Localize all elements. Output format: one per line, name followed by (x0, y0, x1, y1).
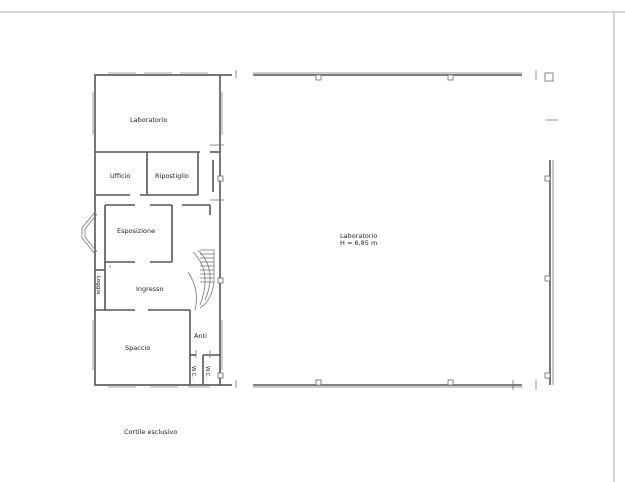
connector (220, 70, 237, 388)
room-label-ufficio: Ufficio (110, 172, 130, 180)
room-label-laboratorio-height: H = 6,85 m (340, 239, 377, 247)
room-label-laboratorio-small: Laboratorio (130, 116, 167, 124)
main-laboratory (253, 70, 558, 390)
left-building (81, 72, 224, 388)
room-label-laboratorio-main: Laboratorio (340, 232, 377, 240)
page-border (0, 11, 625, 482)
left-building-outline (94, 74, 221, 386)
room-label-wc-1: W.C. (190, 366, 196, 378)
outdoor-label-cortile: Cortile esclusivo (124, 428, 177, 436)
room-label-spaccio: Spaccio (125, 344, 150, 352)
room-label-anti: Anti (194, 332, 207, 340)
room-label-ripostiglio: Ripostiglio (155, 172, 189, 180)
staircase (187, 249, 215, 311)
room-label-wc-2: W.C. (204, 366, 210, 378)
room-label-loggia: Loggia (95, 276, 101, 294)
room-label-ingresso: Ingresso (136, 285, 163, 293)
room-label-esposizione: Esposizione (117, 227, 155, 235)
